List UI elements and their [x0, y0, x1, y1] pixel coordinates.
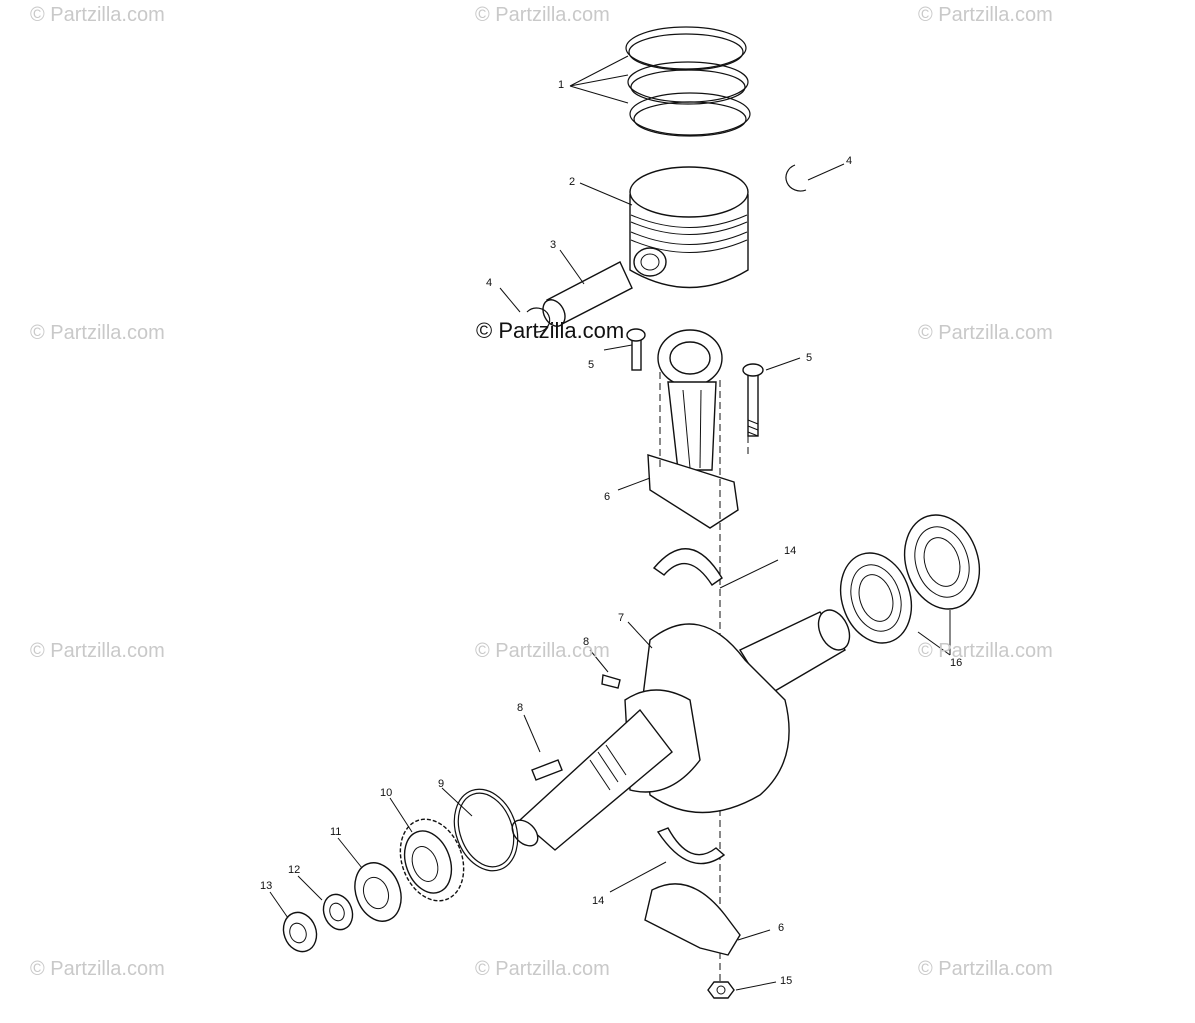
- callout-14-lower[interactable]: 14: [592, 895, 605, 907]
- leader-lines: [269, 55, 951, 991]
- callout-14-upper[interactable]: 14: [784, 545, 797, 557]
- callout-16[interactable]: 16: [950, 657, 963, 669]
- crankshaft[interactable]: [507, 605, 855, 851]
- piston-pin[interactable]: [539, 261, 633, 330]
- callout-10[interactable]: 10: [380, 787, 393, 799]
- callout-12[interactable]: 12: [288, 864, 301, 876]
- rod-bolt-left[interactable]: [626, 328, 646, 371]
- callout-1[interactable]: 1: [558, 79, 565, 91]
- woodruff-key[interactable]: [601, 674, 621, 689]
- center-watermark: © Partzilla.com: [476, 318, 625, 343]
- watermark: © Partzilla.com: [475, 958, 610, 980]
- rod-bolt-right[interactable]: [742, 363, 764, 437]
- callout-8-upper[interactable]: 8: [583, 636, 590, 648]
- callout-5-right[interactable]: 5: [806, 352, 813, 364]
- callout-7[interactable]: 7: [618, 612, 625, 624]
- watermark: © Partzilla.com: [30, 640, 165, 662]
- callout-6-lower[interactable]: 6: [778, 922, 785, 934]
- watermark: © Partzilla.com: [475, 4, 610, 26]
- callout-11[interactable]: 11: [330, 826, 342, 838]
- watermark: © Partzilla.com: [30, 322, 165, 344]
- connecting-rod[interactable]: [657, 329, 723, 471]
- o-ring[interactable]: [443, 780, 528, 879]
- rod-cap[interactable]: [647, 454, 739, 529]
- callout-8-lower[interactable]: 8: [517, 702, 524, 714]
- watermark: © Partzilla.com: [918, 640, 1053, 662]
- circlip-left[interactable]: [526, 307, 551, 333]
- piston-rings[interactable]: [625, 26, 751, 137]
- washer[interactable]: [319, 890, 358, 933]
- rod-nut[interactable]: [707, 981, 735, 999]
- callout-4-right[interactable]: 4: [846, 155, 853, 167]
- watermark: © Partzilla.com: [918, 322, 1053, 344]
- watermark: © Partzilla.com: [30, 4, 165, 26]
- callout-15[interactable]: 15: [780, 975, 793, 987]
- hex-nut[interactable]: [278, 908, 322, 957]
- main-bearing-1[interactable]: [829, 544, 922, 653]
- main-bearing-2[interactable]: [893, 505, 991, 619]
- callout-13[interactable]: 13: [260, 880, 273, 892]
- callout-9[interactable]: 9: [438, 778, 445, 790]
- rod-cap-lower[interactable]: [644, 883, 741, 956]
- callout-5-left[interactable]: 5: [588, 359, 595, 371]
- key[interactable]: [531, 759, 563, 781]
- callout-4-left[interactable]: 4: [486, 277, 493, 289]
- bearing-shell-upper[interactable]: [652, 548, 723, 586]
- watermark: © Partzilla.com: [475, 640, 610, 662]
- watermark: © Partzilla.com: [918, 4, 1053, 26]
- watermark: © Partzilla.com: [918, 958, 1053, 980]
- piston[interactable]: [629, 166, 749, 289]
- callout-6-upper[interactable]: 6: [604, 491, 611, 503]
- circlip-right[interactable]: [785, 164, 807, 192]
- callout-3[interactable]: 3: [550, 239, 557, 251]
- callout-2[interactable]: 2: [569, 176, 576, 188]
- slotted-nut[interactable]: [347, 856, 409, 927]
- bearing-shell-lower[interactable]: [656, 827, 726, 865]
- timing-gear[interactable]: [389, 810, 474, 909]
- watermark: © Partzilla.com: [30, 958, 165, 980]
